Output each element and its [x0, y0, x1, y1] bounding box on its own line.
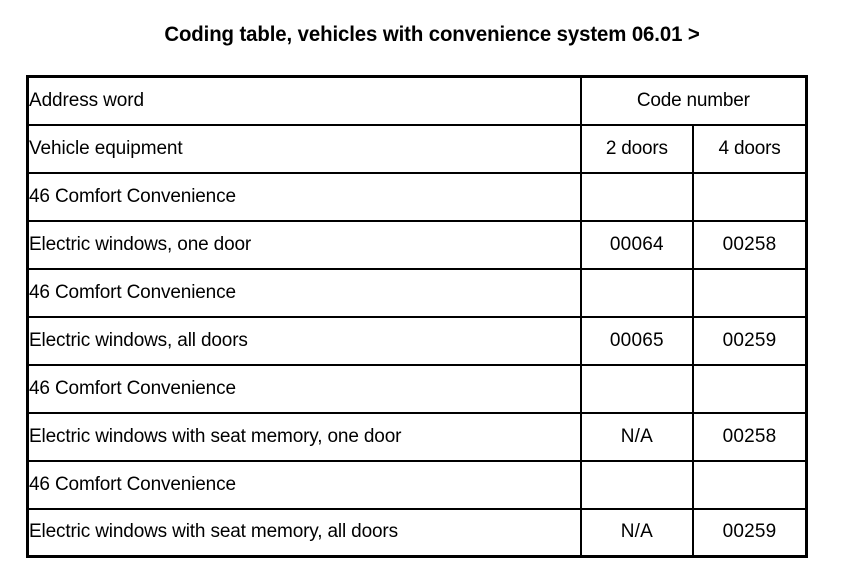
cell-code-two-doors: 00065	[579, 315, 695, 366]
cell-code-four-doors	[692, 459, 808, 510]
cell-equipment-label: 46 Comfort Convenience	[26, 459, 582, 510]
cell-code-four-doors: 00259	[692, 507, 808, 558]
cell-equipment-label: Electric windows, one door	[26, 219, 582, 270]
cell-equipment-label: Electric windows, all doors	[26, 315, 582, 366]
cell-code-two-doors: N/A	[579, 507, 695, 558]
table-body: 46 Comfort Convenience Electric windows,…	[26, 171, 808, 558]
coding-table: Address word Code number Vehicle equipme…	[26, 75, 808, 558]
cell-equipment-label: Electric windows with seat memory, one d…	[26, 411, 582, 462]
cell-equipment-label: 46 Comfort Convenience	[26, 267, 582, 318]
cell-code-two-doors	[579, 459, 695, 510]
cell-code-two-doors	[579, 267, 695, 318]
cell-code-two-doors	[579, 171, 695, 222]
table-row: Electric windows with seat memory, all d…	[26, 507, 808, 558]
page-title: Coding table, vehicles with convenience …	[164, 23, 700, 46]
header-vehicle-equipment: Vehicle equipment	[26, 123, 582, 174]
cell-code-four-doors: 00258	[692, 411, 808, 462]
cell-code-four-doors: 00258	[692, 219, 808, 270]
cell-code-four-doors	[692, 267, 808, 318]
table-row: Electric windows, all doors 00065 00259	[26, 315, 808, 366]
table-header-row-address: Address word Code number	[26, 75, 808, 126]
table-header-row-equipment: Vehicle equipment 2 doors 4 doors	[26, 123, 808, 174]
cell-equipment-label: 46 Comfort Convenience	[26, 171, 582, 222]
cell-code-four-doors	[692, 171, 808, 222]
table-row: 46 Comfort Convenience	[26, 171, 808, 222]
cell-equipment-label: Electric windows with seat memory, all d…	[26, 507, 582, 558]
table-row: Electric windows with seat memory, one d…	[26, 411, 808, 462]
table-row: 46 Comfort Convenience	[26, 363, 808, 414]
table-row: 46 Comfort Convenience	[26, 459, 808, 510]
cell-code-four-doors	[692, 363, 808, 414]
cell-code-four-doors: 00259	[692, 315, 808, 366]
cell-code-two-doors	[579, 363, 695, 414]
table-row: Electric windows, one door 00064 00258	[26, 219, 808, 270]
header-address-word: Address word	[26, 75, 582, 126]
header-two-doors: 2 doors	[579, 123, 695, 174]
table-row: 46 Comfort Convenience	[26, 267, 808, 318]
header-code-number: Code number	[579, 75, 808, 126]
header-four-doors: 4 doors	[692, 123, 808, 174]
cell-equipment-label: 46 Comfort Convenience	[26, 363, 582, 414]
cell-code-two-doors: N/A	[579, 411, 695, 462]
table-head: Address word Code number Vehicle equipme…	[26, 75, 808, 174]
cell-code-two-doors: 00064	[579, 219, 695, 270]
